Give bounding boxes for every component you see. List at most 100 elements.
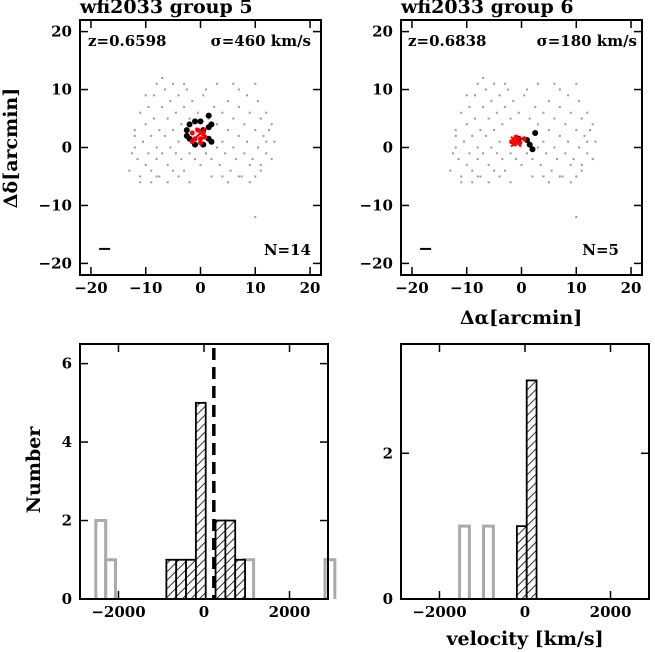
x-tick-label: −10	[450, 279, 483, 297]
field-galaxy-point	[591, 123, 594, 126]
field-galaxy-point	[257, 100, 260, 103]
field-galaxy-point	[591, 158, 594, 161]
field-galaxy-point	[257, 146, 260, 149]
field-galaxy-point	[586, 111, 589, 114]
field-galaxy-point	[564, 123, 567, 126]
x-axis-label: velocity [km/s]	[445, 628, 603, 650]
field-galaxy-point	[166, 181, 169, 184]
member-galaxy-point	[183, 127, 190, 134]
field-galaxy-point	[259, 169, 262, 172]
field-galaxy-point	[177, 140, 180, 143]
field-galaxy-point	[155, 146, 158, 149]
field-galaxy-point	[506, 88, 509, 91]
field-galaxy-point	[174, 111, 177, 114]
panel-group5-scatter: wfi2033 group 5 z=0.6598 σ=460 km/s N=14…	[0, 0, 322, 297]
field-galaxy-point	[267, 129, 270, 132]
x-axis-label: Δα[arcmin]	[460, 307, 582, 329]
field-galaxy-point	[452, 152, 455, 155]
field-galaxy-point	[262, 134, 265, 137]
field-galaxy-point	[468, 105, 471, 108]
member-galaxy-point	[183, 132, 190, 139]
field-galaxy-point	[575, 82, 578, 85]
field-galaxy-point	[493, 82, 496, 85]
field-galaxy-point	[191, 100, 194, 103]
centroid-marker	[194, 127, 207, 139]
field-galaxy-point	[556, 158, 559, 161]
field-galaxy-point	[471, 181, 474, 184]
field-galaxy-point	[163, 134, 166, 137]
field-galaxy-point	[232, 82, 235, 85]
x-tick-label: 0	[520, 603, 530, 621]
field-galaxy-point	[575, 175, 578, 178]
field-galaxy-point	[188, 152, 191, 155]
y-tick-label: 2	[383, 444, 393, 462]
field-galaxy-point	[531, 175, 534, 178]
field-galaxy-point	[501, 123, 504, 126]
field-galaxy-point	[259, 163, 262, 166]
field-galaxy-point	[525, 88, 528, 91]
field-galaxy-point	[185, 88, 188, 91]
member-galaxy-point	[208, 138, 215, 145]
member-galaxy-point	[532, 130, 539, 137]
y-tick-label: 2	[62, 512, 72, 530]
histogram-outline-bar	[458, 524, 471, 599]
field-galaxy-point	[580, 163, 583, 166]
field-galaxy-point	[515, 158, 518, 161]
plot-frame	[400, 19, 643, 276]
field-galaxy-point	[547, 100, 550, 103]
field-galaxy-point	[144, 123, 147, 126]
field-galaxy-point	[558, 105, 561, 108]
member-galaxy-red-point	[189, 139, 195, 145]
field-galaxy-point	[163, 88, 166, 91]
field-galaxy-point	[147, 152, 150, 155]
histogram-bar	[234, 558, 246, 600]
field-galaxy-point	[254, 175, 257, 178]
field-galaxy-point	[479, 175, 482, 178]
field-galaxy-point	[210, 175, 213, 178]
field-galaxy-point	[161, 105, 164, 108]
x-tick-label: 0	[195, 279, 205, 297]
field-galaxy-point	[487, 117, 490, 120]
field-galaxy-point	[172, 129, 175, 132]
field-galaxy-point	[471, 134, 474, 137]
field-galaxy-point	[169, 100, 172, 103]
field-galaxy-point	[569, 163, 572, 166]
field-galaxy-point	[215, 146, 218, 149]
field-galaxy-point	[580, 117, 583, 120]
field-galaxy-point	[449, 169, 452, 172]
member-galaxy-point	[186, 121, 193, 128]
y-tick-label: −10	[39, 196, 72, 214]
field-galaxy-point	[155, 158, 158, 161]
member-galaxy-point	[197, 118, 204, 125]
field-galaxy-point	[569, 181, 572, 184]
field-galaxy-point	[547, 181, 550, 184]
field-galaxy-point	[254, 216, 257, 219]
field-galaxy-point	[586, 140, 589, 143]
field-galaxy-point	[501, 158, 504, 161]
field-galaxy-point	[460, 175, 463, 178]
field-galaxy-point	[476, 146, 479, 149]
field-galaxy-point	[183, 82, 186, 85]
field-galaxy-point	[476, 82, 479, 85]
y-tick-label: 20	[372, 23, 393, 41]
field-galaxy-point	[152, 117, 155, 120]
field-galaxy-point	[509, 117, 512, 120]
field-galaxy-point	[237, 88, 240, 91]
field-galaxy-point	[531, 158, 534, 161]
field-galaxy-point	[180, 158, 183, 161]
field-galaxy-point	[572, 158, 575, 161]
field-galaxy-point	[476, 158, 479, 161]
panel-title: wfi2033 group 5	[79, 0, 253, 18]
field-galaxy-point	[454, 134, 457, 137]
field-galaxy-point	[487, 181, 490, 184]
field-galaxy-point	[542, 111, 545, 114]
member-galaxy-red-point	[521, 136, 527, 142]
field-galaxy-point	[583, 134, 586, 137]
field-galaxy-point	[224, 152, 227, 155]
field-galaxy-point	[495, 111, 498, 114]
histogram-bar	[214, 519, 227, 600]
field-galaxy-point	[221, 140, 224, 143]
